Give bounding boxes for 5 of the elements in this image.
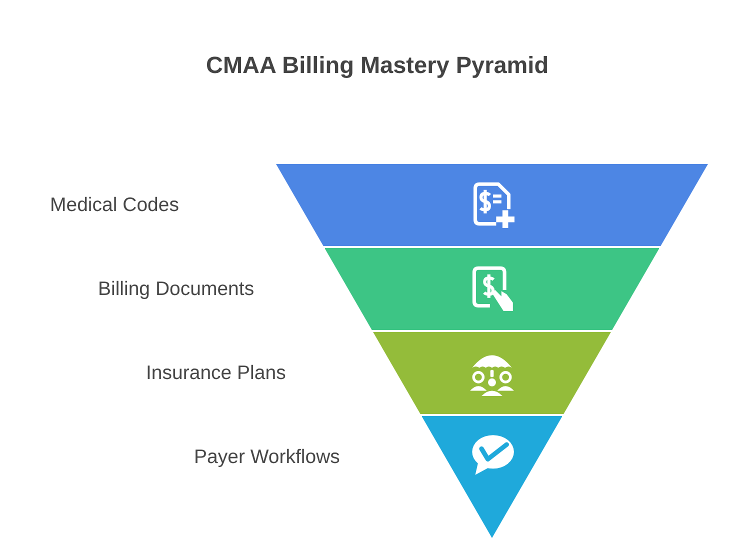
layer-label: Insurance Plans (146, 362, 286, 385)
layer-label: Medical Codes (50, 194, 179, 217)
layer-label: Billing Documents (98, 278, 254, 301)
title: CMAA Billing Mastery Pyramid (206, 52, 549, 79)
layer-label: Payer Workflows (194, 446, 340, 469)
